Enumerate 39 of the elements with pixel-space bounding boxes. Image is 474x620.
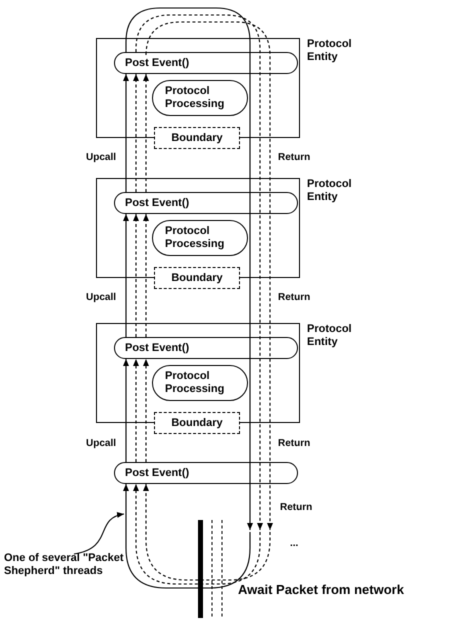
flow-label: Return bbox=[278, 151, 310, 165]
thread-arrow bbox=[133, 484, 261, 585]
flow-label: Upcall bbox=[86, 437, 116, 451]
thread-arrow bbox=[143, 214, 149, 337]
leader-line bbox=[74, 512, 124, 555]
function-pill: Post Event() bbox=[114, 337, 298, 359]
caption-text: Await Packet from network bbox=[238, 581, 404, 599]
thread-arrow bbox=[143, 484, 271, 581]
thread-arrow bbox=[133, 359, 139, 462]
thread-arrow bbox=[143, 359, 149, 462]
processing-pill: Protocol Processing bbox=[152, 220, 248, 256]
flow-label: Return bbox=[278, 291, 310, 305]
flow-label: Return bbox=[278, 437, 310, 451]
note-text: One of several "Packet Shepherd" threads bbox=[4, 552, 164, 600]
thread-arrow bbox=[123, 359, 129, 462]
thread-arrow bbox=[123, 214, 129, 337]
flow-label: Return bbox=[280, 501, 312, 515]
thread-arrow bbox=[133, 214, 139, 337]
function-pill: Post Event() bbox=[114, 462, 298, 484]
flow-label: Upcall bbox=[86, 151, 116, 165]
thread-arrow bbox=[125, 7, 253, 530]
flow-label: ... bbox=[290, 537, 298, 551]
entity-heading: Protocol Entity bbox=[307, 178, 353, 204]
boundary-box: Boundary bbox=[154, 127, 240, 149]
processing-pill: Protocol Processing bbox=[152, 80, 248, 116]
function-pill: Post Event() bbox=[114, 52, 298, 74]
thread-arrow bbox=[143, 74, 149, 192]
thread-arrow bbox=[123, 74, 129, 192]
thread-arrow bbox=[133, 74, 139, 192]
function-pill: Post Event() bbox=[114, 192, 298, 214]
thread-arrow bbox=[145, 21, 273, 530]
thread-arrow bbox=[135, 14, 263, 530]
processing-pill: Protocol Processing bbox=[152, 365, 248, 401]
flow-label: Upcall bbox=[86, 291, 116, 305]
boundary-box: Boundary bbox=[154, 267, 240, 289]
thread-arrow bbox=[123, 484, 251, 589]
entity-heading: Protocol Entity bbox=[307, 38, 353, 64]
boundary-box: Boundary bbox=[154, 412, 240, 434]
entity-heading: Protocol Entity bbox=[307, 323, 353, 349]
